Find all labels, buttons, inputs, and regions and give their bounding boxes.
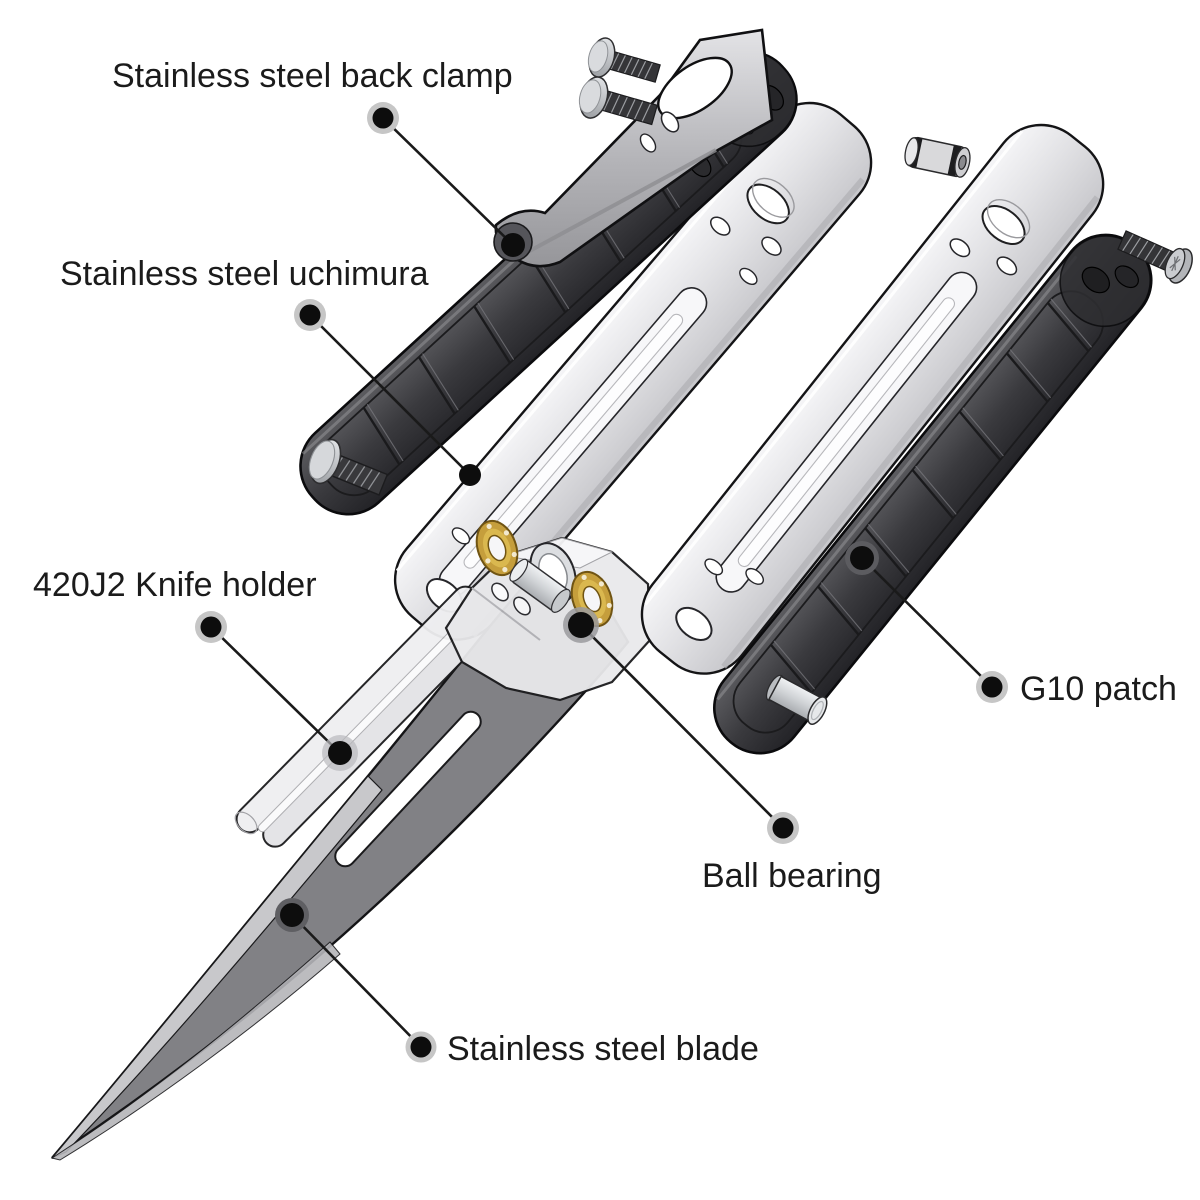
handle-pin xyxy=(765,674,828,725)
anchor-dot-blade xyxy=(280,903,304,927)
uchimura-liner-left xyxy=(393,101,873,641)
handle-screw-right xyxy=(1117,230,1193,284)
label-back-clamp: Stainless steel back clamp xyxy=(112,57,513,95)
label-ball-bearing: Ball bearing xyxy=(702,857,882,895)
anchor-dot-g10-patch xyxy=(850,546,874,570)
label-dot-ball-bearing xyxy=(772,817,794,839)
label-dot-uchimura xyxy=(299,304,321,326)
blade xyxy=(50,560,630,1161)
ball-bearing-washer-1 xyxy=(475,519,519,577)
callout-knife-holder: 420J2 Knife holder xyxy=(33,566,358,771)
callout-blade: Stainless steel blade xyxy=(275,898,759,1068)
knife-holder xyxy=(234,536,652,848)
handle-screw-left xyxy=(308,438,389,496)
callout-uchimura: Stainless steel uchimura xyxy=(60,255,481,486)
anchor-dot-knife-holder xyxy=(328,741,352,765)
anchor-dot-uchimura xyxy=(459,464,481,486)
label-dot-g10-patch xyxy=(981,676,1003,698)
uchimura-liner-right xyxy=(640,123,1105,675)
label-knife-holder: 420J2 Knife holder xyxy=(33,566,317,604)
pivot-pin xyxy=(509,558,571,613)
callout-ball-bearing: Ball bearing xyxy=(563,607,882,895)
anchor-dot-back-clamp xyxy=(501,233,525,257)
label-dot-back-clamp xyxy=(372,107,394,129)
blade-slot xyxy=(334,710,482,868)
label-g10-patch: G10 patch xyxy=(1020,670,1177,708)
clamp-screw-1 xyxy=(587,37,661,83)
label-uchimura: Stainless steel uchimura xyxy=(60,255,429,293)
callouts: Stainless steel back clamp Stainless ste… xyxy=(33,57,1177,1068)
label-dot-knife-holder xyxy=(200,616,222,638)
clamp-screw-2 xyxy=(578,76,658,126)
label-blade: Stainless steel blade xyxy=(447,1030,759,1068)
callout-g10-patch: G10 patch xyxy=(845,541,1177,708)
g10-handle-right xyxy=(713,233,1153,755)
callout-back-clamp: Stainless steel back clamp xyxy=(112,57,525,257)
pivot-bushing xyxy=(904,136,971,178)
label-dot-blade xyxy=(410,1036,432,1058)
anchor-dot-ball-bearing xyxy=(568,612,594,638)
